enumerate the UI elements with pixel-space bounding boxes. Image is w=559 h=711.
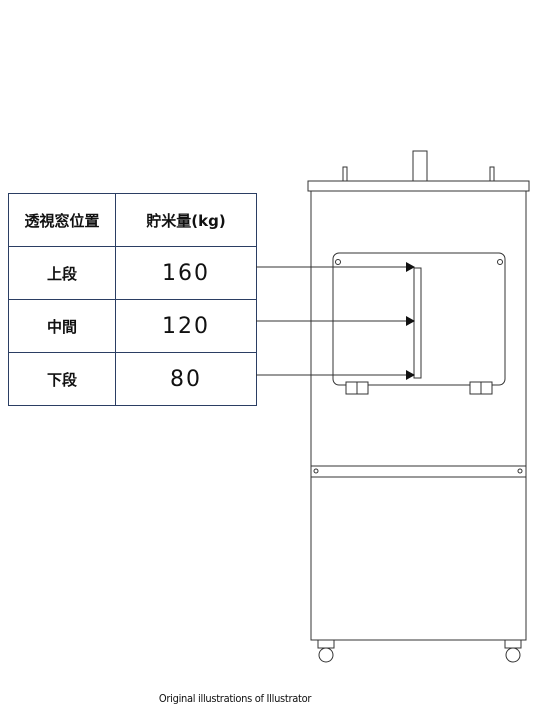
arrowhead-middle xyxy=(406,316,415,326)
row-upper-position: 上段 xyxy=(8,246,116,300)
window-screw-top-right xyxy=(497,259,503,265)
caster-mount-left xyxy=(317,639,335,649)
window-screw-top-left xyxy=(335,259,341,265)
illustration-caption: Original illustrations of Illustrator xyxy=(158,692,312,705)
lower-panel-trim xyxy=(310,465,527,478)
table-row-lower: 下段 80 xyxy=(8,352,257,406)
lower-screw-left xyxy=(313,468,319,474)
caster-wheel-right xyxy=(505,647,521,663)
arrowhead-upper xyxy=(406,262,415,272)
arrowhead-lower xyxy=(406,370,415,380)
row-middle-amount: 120 xyxy=(115,299,257,353)
storage-level-table: 透視窓位置 貯米量(kg) 上段 160 中間 120 下段 80 xyxy=(8,193,257,406)
lower-screw-right xyxy=(517,468,523,474)
header-rice-amount: 貯米量(kg) xyxy=(115,193,257,247)
top-post-right xyxy=(489,166,495,183)
cabinet-lid xyxy=(307,180,530,192)
row-lower-amount: 80 xyxy=(115,352,257,406)
top-pipe-center xyxy=(412,150,428,183)
header-window-position: 透視窓位置 xyxy=(8,193,116,247)
row-lower-position: 下段 xyxy=(8,352,116,406)
table-row-middle: 中間 120 xyxy=(8,299,257,353)
top-post-left xyxy=(342,166,348,183)
caster-wheel-left xyxy=(318,647,334,663)
table-header-row: 透視窓位置 貯米量(kg) xyxy=(8,193,257,247)
cabinet-lower-body xyxy=(310,465,527,641)
caster-mount-right xyxy=(504,639,522,649)
level-indicator-strip xyxy=(413,267,422,379)
